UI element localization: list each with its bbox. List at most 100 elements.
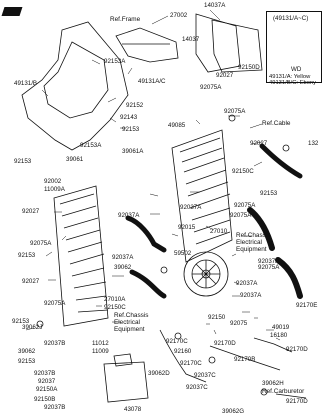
shroud-left bbox=[21, 21, 129, 151]
radiator-left bbox=[53, 185, 109, 327]
part-label: 92037 bbox=[38, 378, 56, 385]
part-label: 27010A bbox=[104, 296, 126, 303]
part-label: 14037 bbox=[182, 36, 200, 43]
part-label: 92075 bbox=[230, 320, 248, 327]
part-label: 92037A bbox=[180, 204, 202, 211]
part-label: 92037B bbox=[44, 340, 66, 347]
ref-label: Ref.Chassis Electrical Equipment bbox=[236, 232, 271, 253]
radiator-right bbox=[171, 129, 233, 263]
part-label: 39061 bbox=[66, 156, 84, 163]
part-label: 39062G bbox=[222, 408, 245, 415]
part-label: 92150C bbox=[232, 168, 254, 175]
part-label: 92075A bbox=[44, 300, 66, 307]
part-label: 92027 bbox=[22, 278, 40, 285]
part-label: 39061A bbox=[122, 148, 144, 155]
part-label: 39062J bbox=[22, 324, 43, 331]
part-label: 92037A bbox=[118, 212, 140, 219]
part-label: 16180 bbox=[270, 332, 288, 339]
part-label: 11009 bbox=[92, 348, 109, 355]
part-label: 92170C bbox=[166, 338, 188, 345]
part-label: 27010 bbox=[210, 228, 228, 235]
hose-upper bbox=[125, 215, 167, 253]
hose-right bbox=[247, 207, 275, 251]
part-label: 92170D bbox=[214, 340, 236, 347]
part-label: 132 bbox=[308, 140, 319, 147]
part-label: 92153A bbox=[104, 58, 126, 65]
part-label: 92153 bbox=[14, 158, 32, 165]
legend-row-ebony: 49131/B/C: Ebony bbox=[269, 80, 317, 86]
part-label: 11012 bbox=[92, 340, 109, 347]
part-label: 92150 bbox=[208, 314, 226, 321]
part-label: 14037A bbox=[204, 2, 226, 9]
part-label: 92037A bbox=[112, 254, 134, 261]
part-label: 92037A bbox=[236, 280, 258, 287]
part-label: 92037B bbox=[44, 404, 66, 411]
part-label: 92153 bbox=[12, 318, 30, 325]
part-label: 49131A/C bbox=[138, 78, 166, 85]
part-label: 92170B bbox=[234, 356, 256, 363]
part-label: 92015 bbox=[178, 224, 196, 231]
color-legend-box: (49131/A~C) WD 49131/A: Yellow 49131/B/C… bbox=[266, 11, 322, 86]
part-label: 92153 bbox=[122, 126, 140, 133]
part-label: 43078 bbox=[124, 406, 142, 413]
part-label: 92143 bbox=[120, 114, 138, 121]
part-label: 92027 bbox=[250, 140, 268, 147]
part-label: 49019 bbox=[272, 324, 290, 331]
part-label: 92153 bbox=[18, 358, 36, 365]
ref-label: Ref.Cable bbox=[262, 120, 291, 127]
part-label: 92075A bbox=[258, 264, 280, 271]
part-label: 49131/B bbox=[14, 80, 38, 87]
reservoir-tank bbox=[103, 361, 149, 403]
part-label: 92075A bbox=[224, 108, 246, 115]
part-label: 11009A bbox=[44, 186, 65, 193]
part-label: 92153 bbox=[18, 252, 36, 259]
part-label: 92027 bbox=[22, 208, 40, 215]
part-label: 92002 bbox=[44, 178, 62, 185]
part-label: 92075A bbox=[200, 84, 222, 91]
part-label: 92152 bbox=[126, 102, 144, 109]
part-label: 92037A bbox=[240, 292, 262, 299]
upper-panel-2 bbox=[211, 19, 263, 73]
part-label: 92150D bbox=[238, 64, 260, 71]
part-label: 92075A bbox=[30, 240, 52, 247]
part-label: 92150C bbox=[104, 304, 126, 311]
part-label: 39062H bbox=[262, 380, 284, 387]
part-label: 49085 bbox=[168, 122, 186, 129]
ref-label: Ref.Carburetor bbox=[262, 388, 305, 395]
fan-housing bbox=[183, 251, 229, 297]
part-label: 92170D bbox=[286, 398, 308, 405]
hose-right-3 bbox=[259, 143, 303, 179]
part-label: 92170D bbox=[286, 346, 308, 353]
part-label: 59502 bbox=[174, 250, 192, 257]
legend-title: (49131/A~C) bbox=[273, 15, 309, 22]
hose-mid bbox=[129, 269, 167, 299]
part-label: 92037C bbox=[186, 384, 208, 391]
ref-label: Ref.Chassis Electrical Equipment bbox=[114, 312, 149, 333]
part-label: 92160 bbox=[174, 348, 192, 355]
part-label: 92150B bbox=[34, 396, 56, 403]
part-label: 92037C bbox=[194, 372, 216, 379]
part-label: 39062D bbox=[148, 370, 170, 377]
frame-bracket bbox=[115, 27, 179, 63]
legend-row-yellow: 49131/A: Yellow bbox=[269, 74, 311, 80]
part-label: 92153A bbox=[80, 142, 102, 149]
hose-right-2 bbox=[275, 257, 303, 299]
legend-subtitle: WD bbox=[291, 66, 302, 73]
part-label: 92150A bbox=[36, 386, 58, 393]
part-label: 92170C bbox=[180, 360, 202, 367]
part-label: 92170E bbox=[296, 302, 318, 309]
part-label: 92153 bbox=[260, 190, 278, 197]
ref-label: Ref.Frame bbox=[110, 16, 141, 23]
part-label: 27002 bbox=[170, 12, 188, 19]
part-label: 92037A bbox=[258, 258, 280, 265]
part-label: 92075A bbox=[234, 202, 256, 209]
part-label: 39062 bbox=[18, 348, 36, 355]
part-label: 92075A bbox=[230, 212, 252, 219]
part-label: 92027 bbox=[216, 72, 234, 79]
part-label: 39062 bbox=[114, 264, 132, 271]
shroud-left-panel bbox=[43, 41, 109, 119]
brand-logo bbox=[1, 7, 23, 16]
part-label: 92037B bbox=[34, 370, 56, 377]
